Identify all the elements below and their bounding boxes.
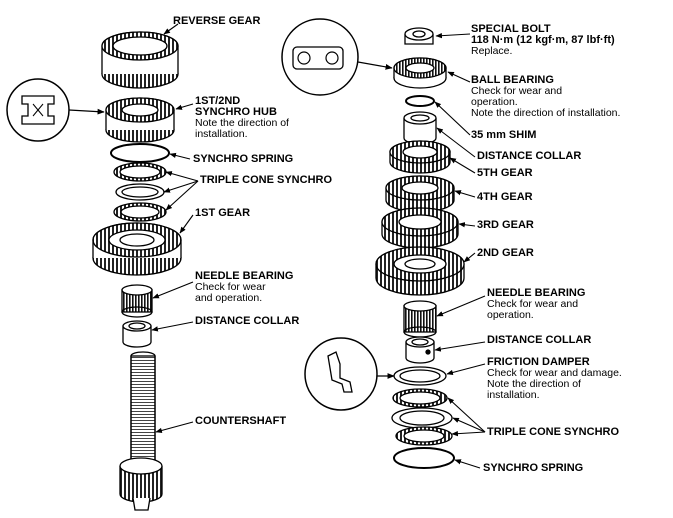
first-gear-part (92, 222, 182, 276)
triple-cone-left-text: TRIPLE CONE SYNCHRO (200, 174, 333, 186)
distance-collar-bottom-part (405, 336, 435, 364)
second-gear-text: 2ND GEAR (477, 247, 534, 259)
third-gear-text: 3RD GEAR (477, 219, 534, 231)
needle-right-note-1: Check for wear and (487, 298, 579, 310)
needle-left-note-2: and operation. (195, 292, 263, 304)
label-reverse-gear: REVERSE GEAR (173, 16, 260, 27)
distance-collar-right-bottom-text: DISTANCE COLLAR (487, 334, 592, 346)
special-bolt-torque: 118 N·m (12 kgf·m, 87 lbf·ft) (471, 34, 615, 46)
label-synchro-spring-right: SYNCHRO SPRING (483, 463, 583, 474)
label-synchro-spring-left: SYNCHRO SPRING (193, 154, 293, 165)
synchro-spring-right-text: SYNCHRO SPRING (483, 462, 584, 474)
shim-text: 35 mm SHIM (471, 129, 537, 141)
synchro-hub-note-1: Note the direction of (195, 117, 289, 129)
fifth-gear-text: 5TH GEAR (477, 167, 533, 179)
label-third-gear: 3RD GEAR (477, 220, 534, 231)
countershaft-part (119, 351, 163, 511)
label-needle-bearing-right: NEEDLE BEARING Check for wear and operat… (487, 288, 585, 321)
reverse-gear-part (101, 31, 179, 89)
distance-collar-left-part (122, 320, 152, 348)
needle-left-note-1: Check for wear (195, 281, 266, 293)
label-distance-collar-left: DISTANCE COLLAR (195, 316, 299, 327)
countershaft-text: COUNTERSHAFT (195, 415, 287, 427)
ball-bearing-note-1: Check for wear and (471, 85, 563, 97)
label-shim: 35 mm SHIM (471, 130, 536, 141)
special-bolt-title: SPECIAL BOLT (471, 23, 551, 35)
synchro-hub-part (105, 97, 175, 143)
reverse-gear-text: REVERSE GEAR (173, 15, 261, 27)
synchro-spring-left-text: SYNCHRO SPRING (193, 153, 294, 165)
label-fourth-gear: 4TH GEAR (477, 192, 533, 203)
shim-part (405, 95, 435, 107)
distance-collar-right-top-text: DISTANCE COLLAR (477, 150, 582, 162)
synchro-hub-note-2: installation. (195, 128, 248, 140)
label-countershaft: COUNTERSHAFT (195, 416, 286, 427)
label-special-bolt: SPECIAL BOLT 118 N·m (12 kgf·m, 87 lbf·f… (471, 24, 615, 57)
friction-damper-note-1: Check for wear and damage. (487, 367, 622, 379)
fifth-gear-part (389, 140, 451, 174)
needle-right-note-2: operation. (487, 309, 534, 321)
needle-left-title: NEEDLE BEARING (195, 270, 294, 282)
label-ball-bearing: BALL BEARING Check for wear and operatio… (471, 75, 620, 119)
label-distance-collar-right-bottom: DISTANCE COLLAR (487, 335, 591, 346)
synchro-spring-right-part (393, 447, 455, 469)
label-second-gear: 2ND GEAR (477, 248, 534, 259)
synchro-spring-part (110, 143, 170, 163)
ball-bearing-detail-circle (281, 18, 393, 96)
left-assembly (92, 31, 182, 511)
label-triple-cone-left: TRIPLE CONE SYNCHRO (200, 175, 332, 186)
label-triple-cone-right: TRIPLE CONE SYNCHRO (487, 427, 619, 438)
label-first-gear: 1ST GEAR (195, 208, 250, 219)
second-gear-part (375, 246, 465, 296)
ball-bearing-note-2: operation. (471, 96, 518, 108)
triple-cone-right-text: TRIPLE CONE SYNCHRO (487, 426, 620, 438)
friction-damper-note-2: Note the direction of (487, 378, 581, 390)
distance-collar-left-text: DISTANCE COLLAR (195, 315, 300, 327)
first-gear-text: 1ST GEAR (195, 207, 251, 219)
friction-damper-part (393, 366, 447, 386)
triple-cone-right-part (391, 388, 453, 446)
synchro-hub-title: 1ST/2ND (195, 95, 241, 107)
label-synchro-hub: 1ST/2ND SYNCHRO HUB Note the direction o… (195, 96, 289, 140)
ball-bearing-part (393, 57, 447, 89)
third-gear-part (381, 207, 459, 249)
synchro-hub-detail-circle (6, 78, 105, 142)
friction-damper-title: FRICTION DAMPER (487, 356, 590, 368)
needle-bearing-right-part (403, 300, 437, 338)
friction-damper-detail-circle (304, 337, 395, 411)
friction-damper-note-3: installation. (487, 389, 540, 401)
fourth-gear-text: 4TH GEAR (477, 191, 533, 203)
fourth-gear-part (385, 175, 455, 213)
right-assembly (375, 27, 465, 469)
special-bolt-part (404, 27, 434, 45)
leader-lines (151, 23, 486, 469)
label-fifth-gear: 5TH GEAR (477, 168, 533, 179)
ball-bearing-title: BALL BEARING (471, 74, 554, 86)
needle-right-title: NEEDLE BEARING (487, 287, 586, 299)
label-distance-collar-right-top: DISTANCE COLLAR (477, 151, 581, 162)
needle-bearing-left-part (121, 284, 153, 318)
ball-bearing-note-3: Note the direction of installation. (471, 107, 621, 119)
label-needle-bearing-left: NEEDLE BEARING Check for wear and operat… (195, 271, 293, 304)
distance-collar-top-part (403, 111, 437, 145)
special-bolt-note: Replace. (471, 45, 513, 57)
label-friction-damper: FRICTION DAMPER Check for wear and damag… (487, 357, 622, 401)
triple-cone-part (113, 162, 167, 222)
synchro-hub-title-2: SYNCHRO HUB (195, 106, 277, 118)
